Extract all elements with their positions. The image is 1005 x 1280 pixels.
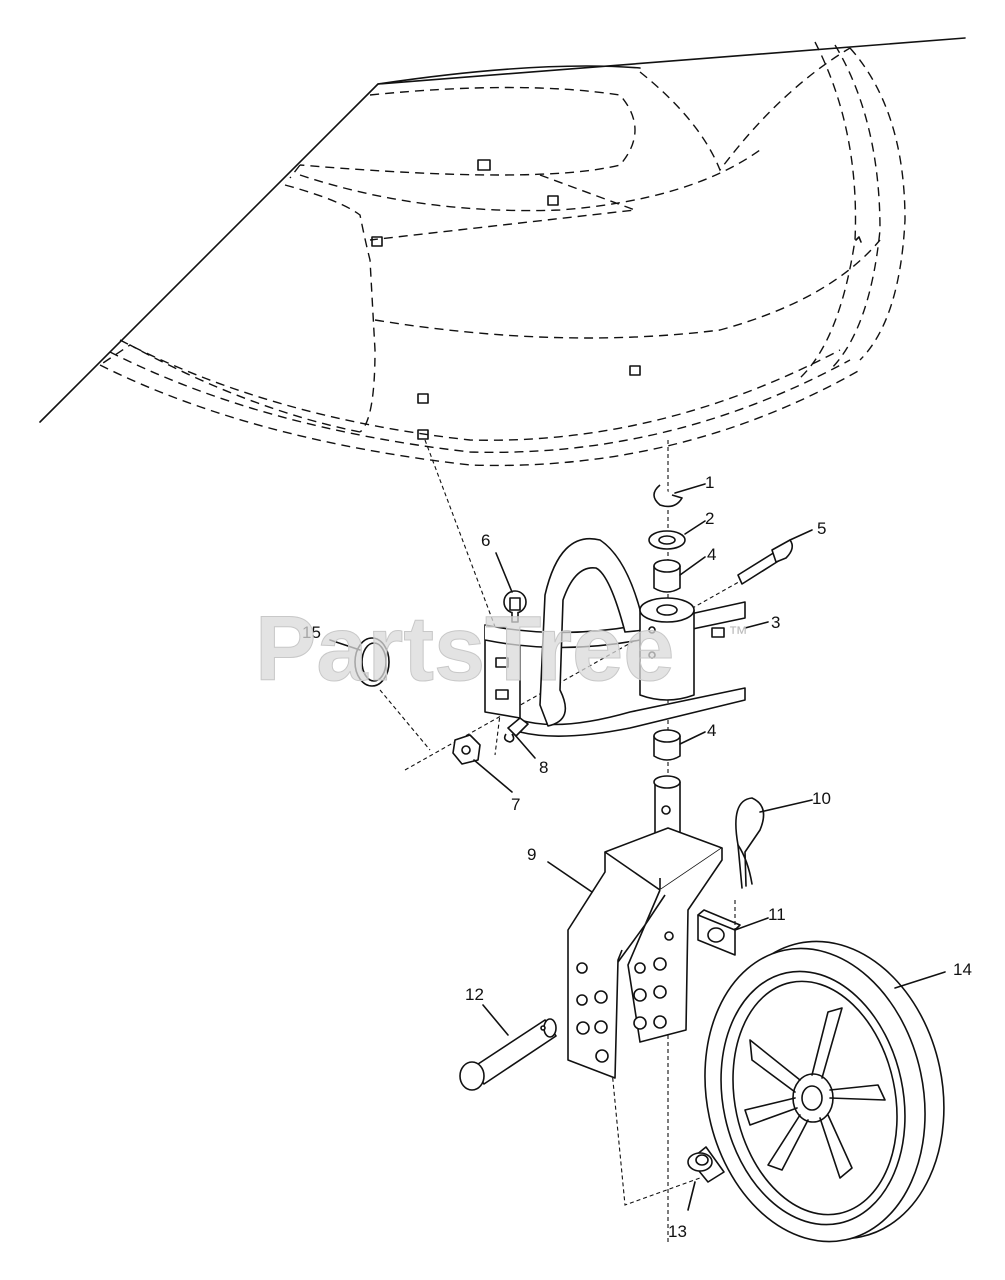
watermark-trademark: ™ [728, 623, 748, 645]
fork-holes [576, 931, 674, 1063]
upper-bushing [653, 559, 681, 593]
callout-13: 13 [668, 1222, 687, 1241]
retaining-clip [653, 484, 683, 508]
carriage-bolt [503, 590, 527, 623]
lower-bushing [653, 729, 681, 761]
callout-8: 8 [539, 758, 548, 777]
grease-fitting [503, 717, 529, 743]
caster-fork [567, 775, 723, 1079]
callout-9: 9 [527, 845, 536, 864]
callout-5: 5 [817, 519, 826, 538]
bearing-ring [354, 637, 390, 687]
leader-lines [329, 483, 946, 1211]
callout-12: 12 [465, 985, 484, 1004]
callout-4-upper: 4 [707, 545, 716, 564]
callout-7: 7 [511, 795, 520, 814]
watermark-text: PartsTree [255, 598, 674, 700]
callout-15: 15 [302, 623, 321, 642]
clevis-pin [737, 539, 794, 585]
callout-1: 1 [705, 473, 714, 492]
watermark: PartsTree ™ [255, 598, 749, 701]
hairpin-cotter [735, 797, 765, 889]
hex-nut [452, 734, 481, 765]
axle-bushing [687, 1146, 725, 1183]
mower-deck [39, 37, 966, 467]
wheel [704, 940, 945, 1243]
callout-labels: 1 2 3 4 4 5 6 7 8 9 10 11 12 13 14 15 [302, 473, 972, 1241]
callout-10: 10 [812, 789, 831, 808]
callout-2: 2 [705, 509, 714, 528]
caster-bracket [484, 537, 746, 737]
callout-14: 14 [953, 960, 972, 979]
callout-11: 11 [768, 905, 786, 924]
callout-6: 6 [481, 531, 490, 550]
callout-3: 3 [771, 613, 780, 632]
spacer-plate [697, 909, 741, 956]
axle-bolt [459, 1018, 557, 1091]
callout-4-lower: 4 [707, 721, 716, 740]
washer [648, 530, 686, 550]
